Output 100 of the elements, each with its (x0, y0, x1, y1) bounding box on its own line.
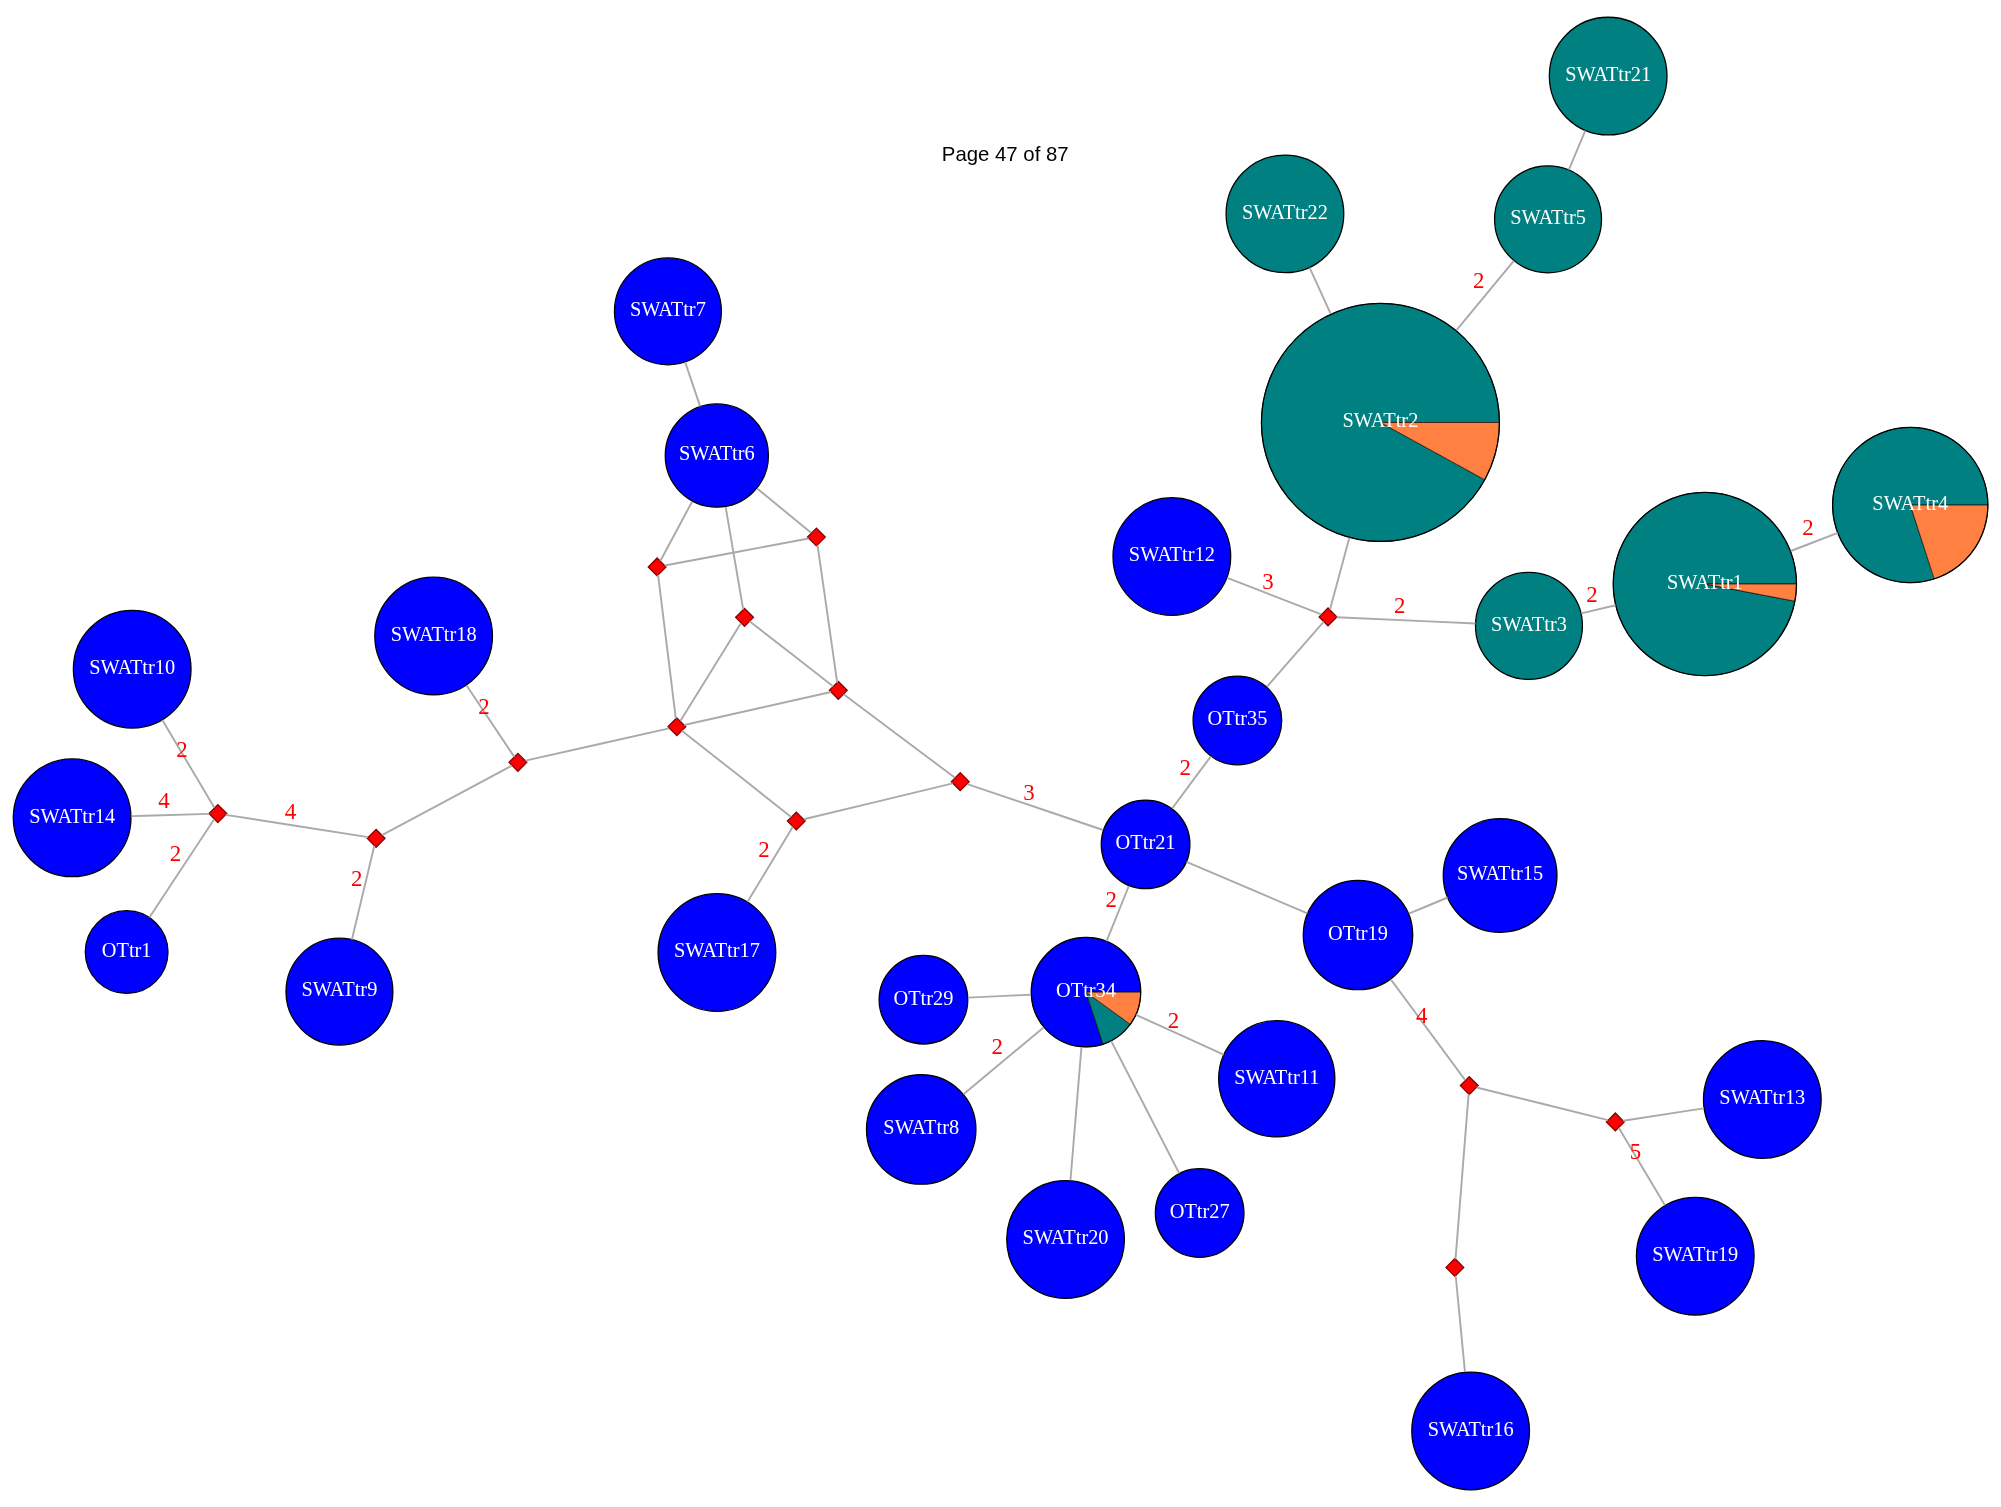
node-circle: OTtr1 (84, 910, 169, 995)
connector (1617, 1126, 1666, 1207)
node-circle: OTtr35 (1192, 675, 1283, 766)
node-circle: SWATtr6 (664, 403, 770, 508)
node-circle: SWATtr20 (1006, 1179, 1126, 1299)
connector (657, 573, 677, 720)
edge-label: 2 (1473, 268, 1485, 294)
connector (684, 361, 702, 408)
connector (967, 993, 1032, 999)
node-circle: OTtr21 (1100, 799, 1191, 890)
node-circle: SWATtr12 (1112, 497, 1232, 616)
node-diamond (1459, 1075, 1480, 1096)
edge-label: 5 (1629, 1139, 1642, 1165)
edge-label: 2 (758, 837, 770, 863)
node-circle: SWATtr9 (285, 937, 394, 1046)
connector (683, 691, 832, 726)
node-diamond (950, 771, 971, 792)
connector (161, 719, 216, 809)
node-circle: SWATtr5 (1493, 165, 1603, 274)
node-diamond (1445, 1257, 1465, 1278)
node-diamond (806, 527, 827, 547)
node-diamond (1318, 607, 1338, 627)
node-diamond (208, 803, 228, 824)
connector (1789, 532, 1839, 552)
edge-label: 2 (1167, 1007, 1180, 1033)
connector (1622, 1107, 1705, 1122)
connector (1454, 1274, 1466, 1373)
edge-label: 2 (991, 1033, 1003, 1059)
connector (962, 1026, 1045, 1096)
edge-label: 4 (1415, 1002, 1428, 1028)
connector (659, 500, 693, 562)
connector (1110, 1040, 1181, 1175)
node-diamond (786, 811, 807, 831)
connector (1567, 129, 1587, 171)
connector (1389, 978, 1467, 1082)
node-diamond (1605, 1112, 1626, 1132)
node-circle: SWATtr15 (1442, 818, 1558, 933)
node-circle: SWATtr10 (72, 609, 192, 729)
node-circle: SWATtr19 (1635, 1196, 1755, 1316)
node-circle: SWATtr22 (1225, 154, 1345, 274)
connector (1105, 885, 1130, 943)
connector (1329, 536, 1351, 611)
connector (1226, 576, 1323, 616)
node-diamond (508, 752, 528, 773)
connector (1335, 616, 1477, 625)
connector (746, 825, 794, 903)
connector (381, 764, 513, 837)
node-circle: SWATtr17 (657, 893, 777, 1012)
node-circle: OTtr29 (878, 954, 969, 1045)
edge-label: 3 (1262, 568, 1274, 594)
connector (1266, 620, 1325, 688)
node-circle: SWATtr8 (865, 1074, 977, 1185)
connector (663, 537, 810, 567)
connector (679, 622, 742, 722)
connector (1455, 259, 1515, 332)
connector (465, 684, 516, 758)
node-diamond (667, 716, 687, 737)
connector (1185, 860, 1309, 915)
connector (148, 818, 216, 919)
node-circle: SWATtr14 (12, 758, 132, 878)
connector (1135, 1013, 1225, 1056)
label: Page 47 of 87 (941, 142, 1069, 165)
node-circle: SWATtr21 (1548, 16, 1668, 136)
connector (350, 844, 376, 941)
connector (680, 729, 793, 818)
connector (816, 544, 839, 684)
connector (1308, 266, 1332, 315)
edge-label: 4 (158, 787, 170, 813)
node-diamond (828, 680, 849, 701)
connector (1475, 1086, 1609, 1122)
connector (724, 506, 745, 611)
edge-label: 2 (176, 736, 188, 762)
node-circle: SWATtr16 (1411, 1371, 1531, 1491)
edge-label: 2 (169, 841, 182, 867)
connector (966, 783, 1104, 831)
connector (1407, 896, 1449, 915)
edge-label: 2 (1179, 755, 1191, 781)
connector (756, 487, 812, 534)
edge-label: 3 (1023, 779, 1035, 805)
node-circle: SWATtr11 (1218, 1020, 1336, 1138)
edge-label: 2 (1802, 514, 1814, 540)
edge-label: 4 (284, 798, 297, 824)
connector (1171, 755, 1212, 810)
node-diamond (366, 828, 386, 849)
node-diamond (734, 607, 755, 628)
connector (748, 620, 835, 688)
node-circle: OTtr27 (1154, 1168, 1245, 1258)
edge-label: 2 (478, 694, 490, 720)
node-circle: OTtr19 (1302, 879, 1414, 991)
edge-label: 2 (1586, 582, 1598, 608)
node-circle: SWATtr18 (374, 576, 494, 696)
node-circle: SWATtr7 (613, 257, 723, 366)
node-diamond (647, 557, 667, 577)
node-circle: SWATtr13 (1702, 1039, 1822, 1159)
connector (1069, 1046, 1083, 1182)
connector (130, 812, 211, 818)
connector (802, 782, 954, 821)
edge-label: 2 (351, 865, 363, 891)
connector (1580, 604, 1617, 615)
connector (524, 727, 671, 762)
